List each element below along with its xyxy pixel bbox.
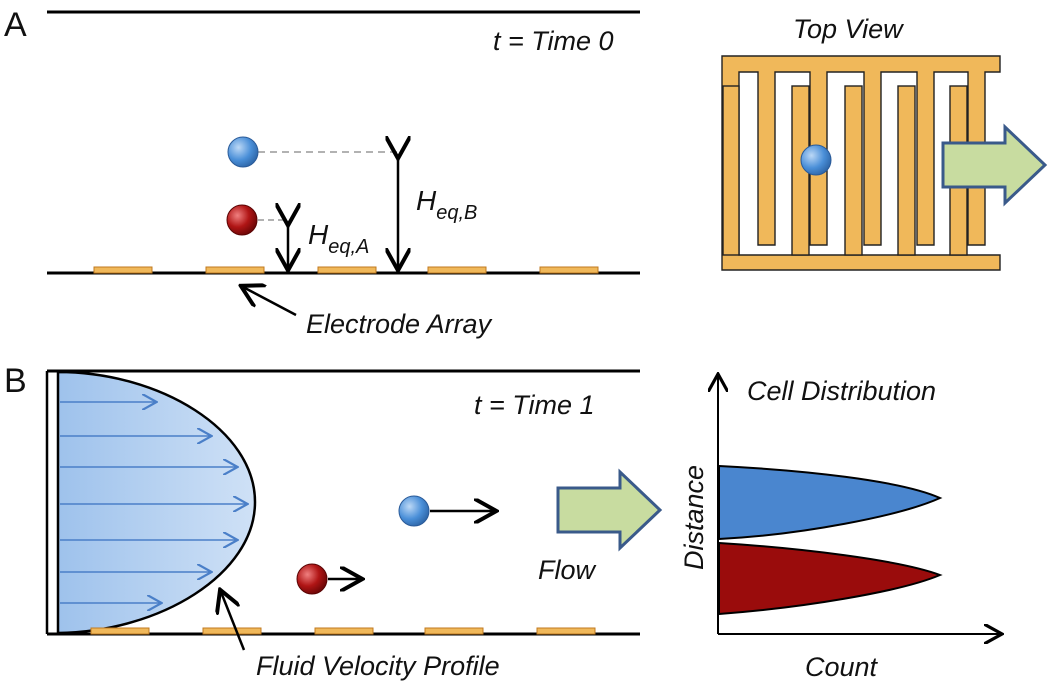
electrode-array-label: Electrode Array	[306, 309, 493, 339]
count-axis-label: Count	[805, 652, 879, 682]
electrode	[314, 627, 374, 635]
distribution-title: Cell Distribution	[747, 376, 936, 406]
electrode-array-a	[93, 266, 599, 274]
panel-b-letter: B	[4, 362, 27, 400]
velocity-vectors	[60, 402, 246, 603]
profile-pointer-arrow	[221, 592, 246, 651]
red-cell-distribution	[718, 541, 943, 616]
blue-cell-b	[398, 495, 430, 527]
height-label-a-sub: eq,A	[328, 236, 369, 258]
height-label-b-sub: eq,B	[436, 202, 477, 224]
flow-label: Flow	[538, 555, 597, 585]
electrode-pointer-arrow	[243, 287, 297, 317]
red-cell-b	[296, 563, 328, 595]
blue-cell-top-view	[800, 144, 832, 176]
blue-cell-distribution	[718, 464, 943, 541]
electrode-array-b	[90, 627, 596, 635]
electrode	[539, 266, 599, 274]
red-cell-a	[226, 204, 258, 236]
profile-label: Fluid Velocity Profile	[256, 651, 500, 681]
blue-cell-a	[227, 136, 259, 168]
electrode	[424, 627, 484, 635]
time-label-b: t = Time 1	[474, 390, 595, 420]
electrode	[427, 266, 487, 274]
fluid-velocity-profile	[56, 370, 257, 635]
electrode	[93, 266, 153, 274]
height-label-b: Heq,B	[416, 185, 477, 224]
height-label-a-main: H	[308, 219, 329, 250]
panel-a-letter: A	[4, 6, 27, 44]
flow-arrow	[556, 468, 663, 552]
electrode	[90, 627, 150, 635]
electrode	[536, 627, 596, 635]
electrode	[205, 266, 265, 274]
time-label-a: t = Time 0	[493, 26, 614, 56]
height-label-a: Heq,A	[308, 219, 369, 258]
interdigitated-electrode-top-view	[721, 55, 1001, 271]
top-view-label: Top View	[793, 14, 904, 44]
electrode	[317, 266, 377, 274]
distance-axis-label: Distance	[679, 465, 709, 570]
electrode	[202, 627, 262, 635]
flow-arrow-top-view	[941, 123, 1048, 207]
height-label-b-main: H	[416, 185, 437, 216]
